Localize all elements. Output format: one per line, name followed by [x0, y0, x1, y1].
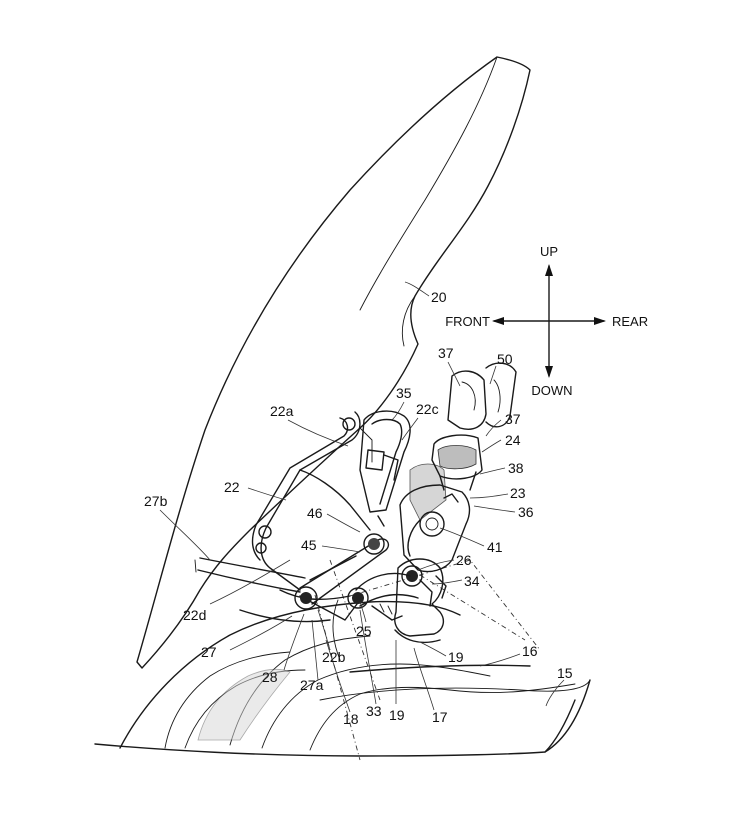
- stay-bracket: [194, 411, 373, 623]
- label-19-right: 19: [448, 649, 464, 665]
- label-25: 25: [356, 623, 372, 639]
- label-26: 26: [456, 552, 472, 568]
- label-24: 24: [505, 432, 521, 448]
- label-37-right: 37: [505, 411, 521, 427]
- motor-unit: [431, 362, 517, 491]
- actuator-housing: [399, 484, 471, 573]
- reference-numerals: 20 37 50 35 22a 22c 37 24 38 23 36 27b 2…: [144, 289, 573, 727]
- label-46: 46: [307, 505, 323, 521]
- label-35: 35: [396, 385, 412, 401]
- label-17: 17: [432, 709, 448, 725]
- direction-cross: UP DOWN FRONT REAR: [445, 244, 648, 398]
- label-27: 27: [201, 644, 217, 660]
- label-34: 34: [464, 573, 480, 589]
- label-18: 18: [343, 711, 359, 727]
- label-36: 36: [518, 504, 534, 520]
- direction-down-label: DOWN: [531, 383, 572, 398]
- label-27a: 27a: [300, 677, 324, 693]
- windscreen: [136, 56, 531, 669]
- label-50: 50: [497, 351, 513, 367]
- label-28: 28: [262, 669, 278, 685]
- label-20: 20: [431, 289, 447, 305]
- label-19-bottom: 19: [389, 707, 405, 723]
- reference-lines: [314, 559, 541, 761]
- leader-lines: [159, 281, 565, 713]
- label-22d: 22d: [183, 607, 206, 623]
- label-41: 41: [487, 539, 503, 555]
- label-22c: 22c: [416, 401, 439, 417]
- label-45: 45: [301, 537, 317, 553]
- gear-mechanism: [332, 558, 447, 661]
- label-33: 33: [366, 703, 382, 719]
- direction-rear-label: REAR: [612, 314, 648, 329]
- label-22b: 22b: [322, 649, 346, 665]
- label-22: 22: [224, 479, 240, 495]
- direction-up-label: UP: [540, 244, 558, 259]
- label-27b: 27b: [144, 493, 168, 509]
- direction-front-label: FRONT: [445, 314, 490, 329]
- upper-link: [359, 410, 447, 555]
- label-22a: 22a: [270, 403, 294, 419]
- label-37-top: 37: [438, 345, 454, 361]
- label-38: 38: [508, 460, 524, 476]
- label-23: 23: [510, 485, 526, 501]
- label-15: 15: [557, 665, 573, 681]
- label-16: 16: [522, 643, 538, 659]
- body-cowl: [94, 600, 591, 757]
